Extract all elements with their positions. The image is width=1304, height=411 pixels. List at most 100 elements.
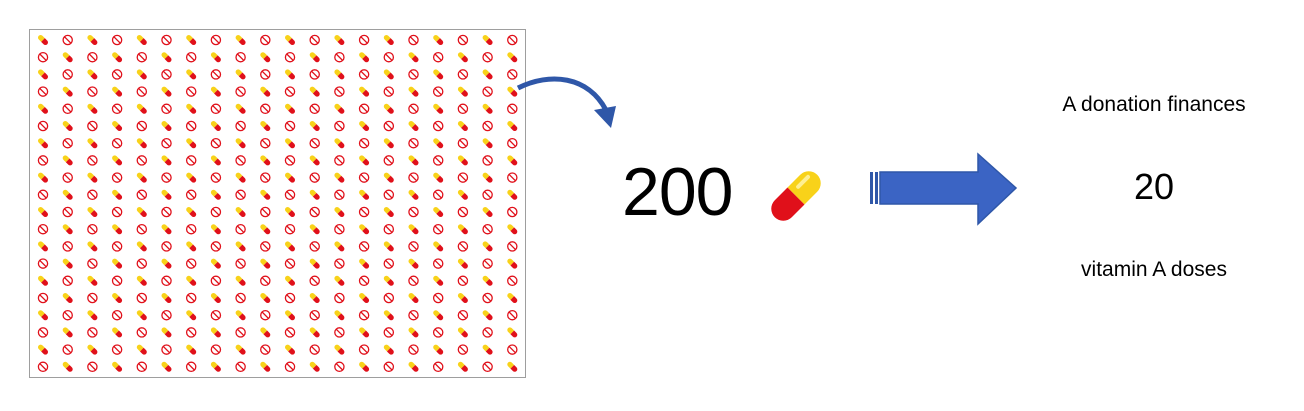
pill-icon <box>285 207 295 217</box>
no-entry-icon <box>260 275 271 287</box>
block-arrow-body <box>879 152 1018 226</box>
no-entry-icon <box>358 275 370 287</box>
pill-icon <box>210 52 221 63</box>
pill-icon <box>38 172 48 183</box>
no-entry-icon <box>210 275 222 287</box>
pill-icon <box>433 138 444 149</box>
pill-icon <box>136 138 147 149</box>
no-entry-icon <box>210 241 222 252</box>
no-entry-icon <box>358 69 370 80</box>
pill-icon <box>482 35 493 45</box>
pill-icon <box>507 327 518 338</box>
no-entry-icon <box>62 241 73 252</box>
pill-icon <box>433 344 444 355</box>
pill-icon <box>408 258 419 269</box>
no-entry-icon <box>457 241 469 252</box>
pill-icon <box>285 241 295 252</box>
pill-icon <box>112 224 123 235</box>
curved-arrow-icon <box>516 76 616 128</box>
pill-icon <box>87 35 98 45</box>
block-arrow-icon <box>870 152 1018 226</box>
pill-grid-canvas <box>37 34 518 373</box>
no-entry-icon <box>309 206 320 218</box>
no-entry-icon <box>334 327 345 338</box>
no-entry-icon <box>87 51 98 63</box>
pill-icon <box>62 52 73 63</box>
pill-icon <box>507 293 518 303</box>
no-entry-icon <box>334 189 345 201</box>
pill-icon <box>260 293 271 303</box>
pill-icon <box>334 310 345 321</box>
pill-icon <box>210 293 221 303</box>
no-entry-icon <box>309 103 320 115</box>
pill-icon <box>38 241 48 252</box>
no-entry-icon <box>185 86 197 97</box>
pill-icon <box>457 361 468 372</box>
pill-icon <box>161 327 172 338</box>
pill-icon <box>457 155 468 166</box>
pill-icon <box>334 344 345 355</box>
pill-icon <box>38 103 48 114</box>
no-entry-icon <box>87 120 98 132</box>
no-entry-icon <box>37 258 49 269</box>
no-entry-icon <box>482 258 493 269</box>
pill-icon <box>136 310 147 321</box>
no-entry-icon <box>260 309 271 321</box>
pill-icon <box>112 86 123 97</box>
pill-icon <box>309 361 320 372</box>
pill-icon <box>87 275 98 286</box>
pill-icon <box>457 189 468 200</box>
pill-icon <box>161 52 172 63</box>
pill-icon <box>235 69 246 80</box>
no-entry-icon <box>161 103 172 115</box>
no-entry-icon <box>358 137 370 149</box>
pill-icon <box>433 35 444 45</box>
pill-icon <box>186 138 197 149</box>
no-entry-icon <box>87 292 98 304</box>
no-entry-icon <box>457 206 469 218</box>
pill-icon <box>383 241 394 252</box>
pill-icon <box>457 293 468 303</box>
pill-icon <box>136 35 147 45</box>
no-entry-icon <box>309 69 320 80</box>
no-entry-icon <box>383 361 395 373</box>
pill-icon <box>260 52 271 63</box>
pill-icon <box>359 293 370 303</box>
no-entry-icon <box>383 223 395 235</box>
block-arrow-stripe-1 <box>870 172 873 204</box>
no-entry-icon <box>334 223 345 235</box>
no-entry-icon <box>235 189 246 201</box>
pill-icon <box>408 121 419 131</box>
pill-icon <box>309 121 320 131</box>
no-entry-icon <box>334 51 345 63</box>
pill-icon <box>334 103 345 114</box>
no-entry-icon <box>62 137 73 149</box>
pill-icon <box>507 52 518 63</box>
no-entry-icon <box>185 155 197 166</box>
pill-icon <box>457 224 468 235</box>
pill-icon <box>285 275 295 286</box>
no-entry-icon <box>482 120 493 132</box>
pill-icon <box>507 155 518 166</box>
no-entry-icon <box>432 223 444 235</box>
no-entry-icon <box>507 137 518 149</box>
pill-icon <box>383 138 394 149</box>
no-entry-icon <box>284 361 296 373</box>
no-entry-icon <box>136 327 148 338</box>
no-entry-icon <box>210 344 222 355</box>
no-entry-icon <box>260 172 271 183</box>
no-entry-icon <box>111 241 123 252</box>
no-entry-icon <box>309 309 320 321</box>
pill-icon <box>334 69 345 80</box>
pill-icon <box>210 224 221 235</box>
no-entry-icon <box>185 223 197 235</box>
pill-icon <box>38 138 48 149</box>
pill-icon <box>136 241 147 252</box>
pill-icon <box>433 172 444 183</box>
pill-icon <box>482 310 493 321</box>
no-entry-icon <box>37 120 49 132</box>
pill-icon <box>136 275 147 286</box>
pill-icon <box>186 275 197 286</box>
no-entry-icon <box>235 120 246 132</box>
no-entry-icon <box>260 206 271 218</box>
